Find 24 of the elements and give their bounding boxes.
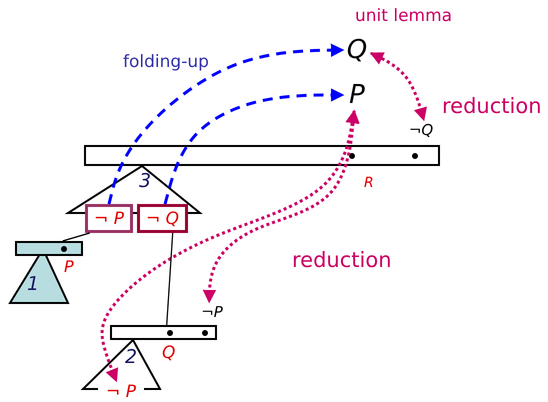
literal-label: ¬Q	[407, 120, 435, 140]
annotation-text: reduction	[442, 96, 542, 117]
dotted-arrow	[100, 110, 359, 382]
literal-label: P	[343, 79, 371, 111]
connector-line	[62, 232, 90, 242]
annotation-text: unit lemma	[355, 8, 452, 25]
dotted-arrow	[370, 52, 427, 122]
clause-bar	[15, 241, 83, 256]
literal-box: ¬ Q	[137, 204, 188, 233]
clause-bar	[110, 325, 217, 340]
annotation-text: folding-up	[123, 54, 209, 71]
dashed-arrow	[164, 88, 344, 204]
literal-label: Q	[162, 345, 176, 362]
tree-number: 1	[27, 275, 40, 294]
tree-number: 3	[139, 172, 152, 191]
literal-label: ¬P	[198, 302, 226, 322]
dashed-arrow	[108, 43, 344, 204]
tree-number: 2	[125, 348, 138, 367]
literal-label: Q	[343, 34, 371, 66]
literal-label: P	[64, 259, 74, 275]
literal-label: R	[364, 176, 374, 190]
edge-label: reduction	[292, 250, 392, 271]
connector-line	[166, 232, 174, 326]
literal-box: ¬ P	[85, 204, 133, 233]
